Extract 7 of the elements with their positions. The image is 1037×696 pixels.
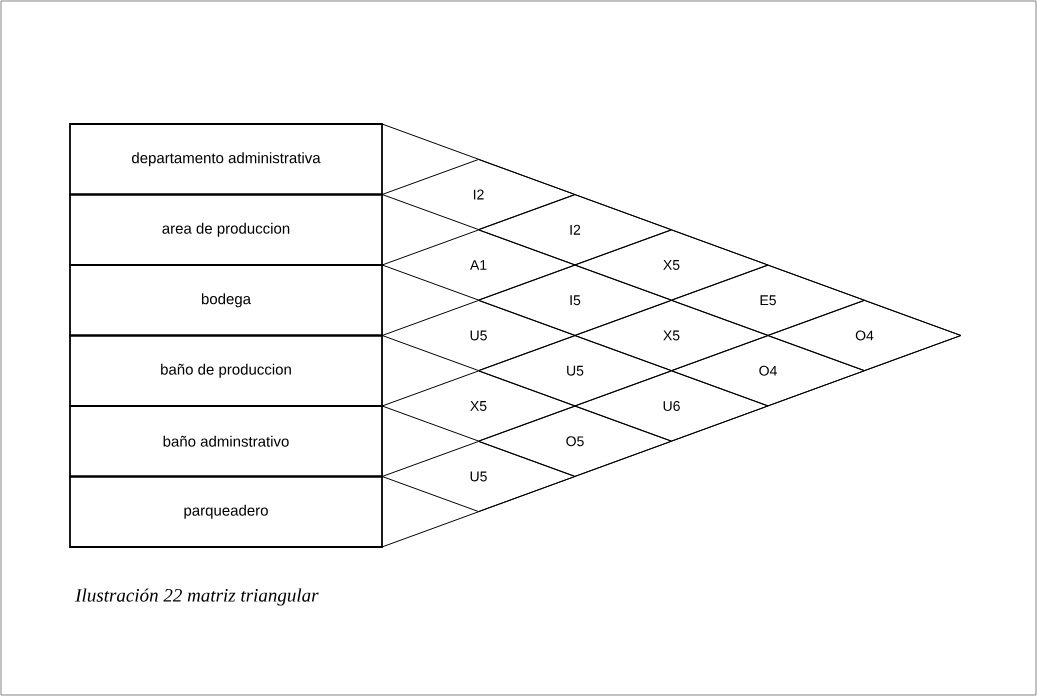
department-box: bodega — [69, 264, 383, 337]
department-box: area de produccion — [69, 193, 383, 266]
caption: Ilustración 22 matriz triangular — [75, 588, 319, 606]
department-box: departamento administrativa — [69, 123, 383, 196]
department-box: baño adminstrativo — [69, 405, 383, 478]
department-box: baño de produccion — [69, 334, 383, 407]
department-box: parqueadero — [69, 475, 383, 548]
